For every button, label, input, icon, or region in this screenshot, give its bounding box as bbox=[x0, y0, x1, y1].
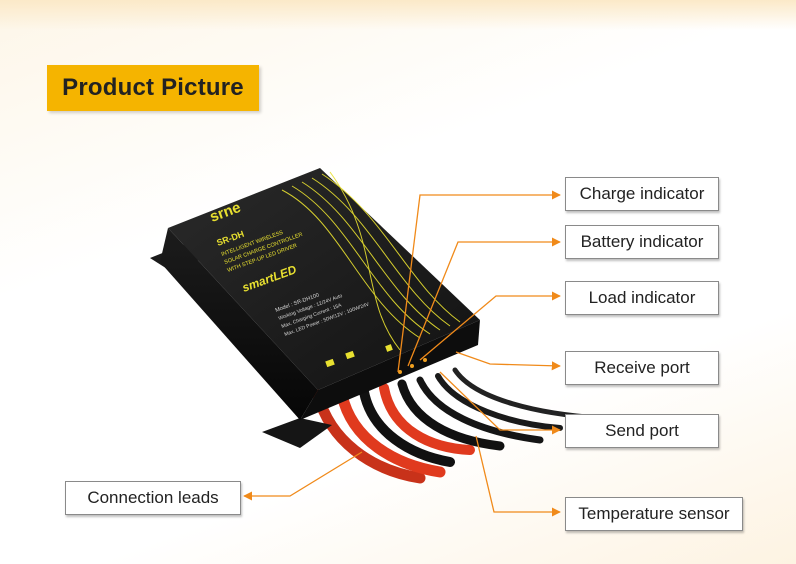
controller-top-face bbox=[168, 168, 480, 390]
callout-receive-label: Receive port bbox=[594, 358, 690, 377]
callout-connection-leads: Connection leads bbox=[65, 481, 241, 515]
load-icon bbox=[385, 344, 393, 352]
callout-temp-label: Temperature sensor bbox=[578, 504, 730, 523]
callout-line-leads bbox=[243, 451, 363, 501]
top-decor-band bbox=[0, 0, 796, 30]
callout-battery-indicator: Battery indicator bbox=[565, 225, 719, 259]
callout-send-port: Send port bbox=[565, 414, 719, 448]
callout-load-label: Load indicator bbox=[588, 288, 696, 307]
controller-left-side bbox=[160, 228, 318, 420]
page-title: Product Picture bbox=[62, 74, 244, 101]
battery-led bbox=[410, 364, 414, 368]
battery-icon bbox=[345, 350, 355, 360]
mounting-flange-bottom bbox=[262, 418, 332, 448]
charge-led bbox=[398, 370, 402, 374]
callout-lines bbox=[243, 190, 561, 517]
callout-receive-port: Receive port bbox=[565, 351, 719, 385]
controller-front-face bbox=[300, 320, 480, 420]
callout-line-load bbox=[419, 291, 561, 361]
callout-line-charge bbox=[397, 190, 561, 373]
page-title-banner: Product Picture bbox=[47, 65, 259, 111]
yellow-wave-graphic bbox=[281, 171, 461, 351]
callout-line-receive bbox=[455, 351, 561, 371]
callout-temperature-sensor: Temperature sensor bbox=[565, 497, 743, 531]
callout-battery-label: Battery indicator bbox=[580, 232, 704, 251]
callout-line-battery bbox=[407, 237, 561, 367]
cable-bundle bbox=[312, 367, 603, 484]
callout-leads-label: Connection leads bbox=[87, 488, 219, 507]
callout-charge-indicator: Charge indicator bbox=[565, 177, 719, 211]
callout-charge-label: Charge indicator bbox=[579, 184, 705, 203]
callout-line-temp bbox=[475, 435, 561, 517]
solar-panel-icon bbox=[325, 358, 335, 368]
callout-load-indicator: Load indicator bbox=[565, 281, 719, 315]
front-icons bbox=[325, 344, 427, 374]
callout-line-send bbox=[439, 371, 561, 435]
callout-send-label: Send port bbox=[605, 421, 679, 440]
load-led bbox=[423, 358, 427, 362]
